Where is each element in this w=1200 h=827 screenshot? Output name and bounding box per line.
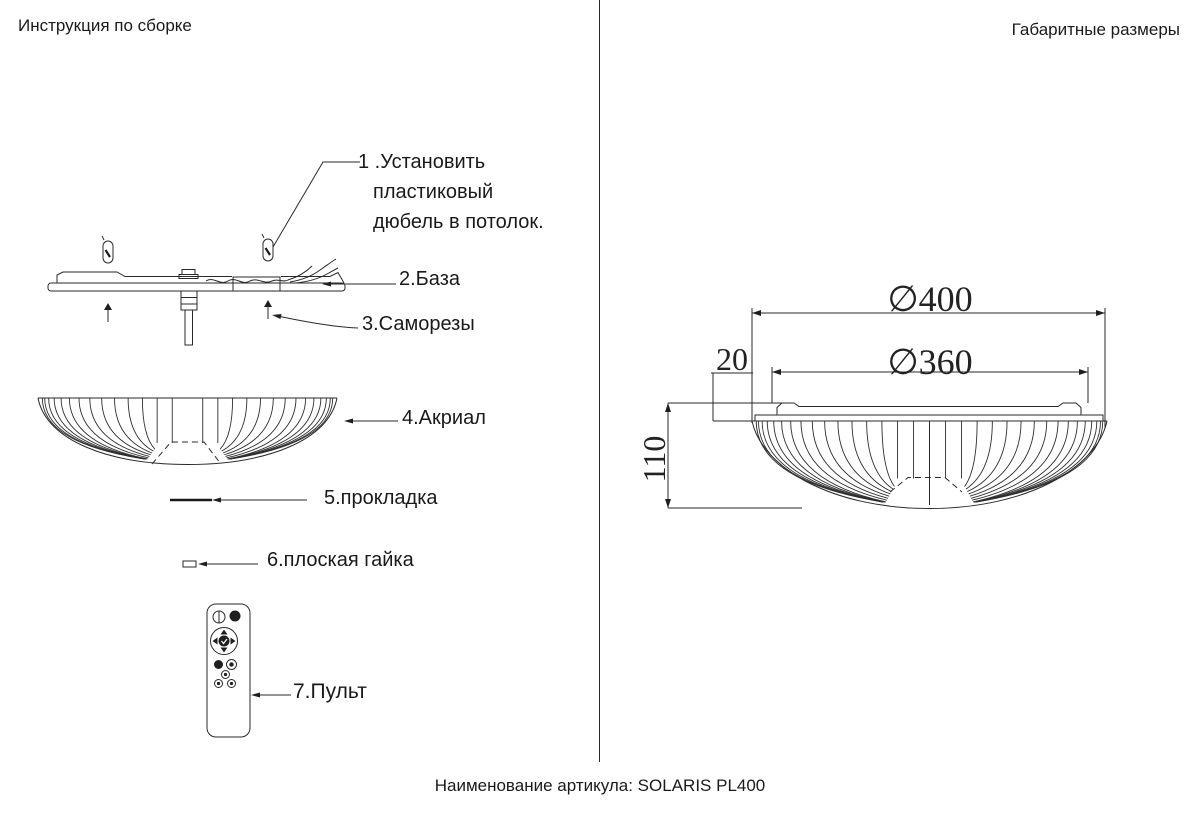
article-caption: Наименование артикула: SOLARIS PL400: [434, 776, 766, 795]
step1-label: 1 .Установить пластиковый дюбель в потол…: [358, 147, 544, 237]
dim-total-height: [665, 403, 802, 508]
dome-hub: [890, 478, 962, 493]
leader-step7: [251, 692, 291, 698]
step2-label: 2.База: [399, 268, 460, 290]
step1-line2: пластиковый: [373, 181, 494, 203]
leader-step1: [273, 162, 360, 247]
leader-step6: [198, 561, 258, 567]
step5-label: 5.прокладка: [324, 487, 438, 509]
remote-off-button: [229, 610, 241, 622]
remote-button-right: [228, 680, 236, 688]
remote-body: [207, 604, 250, 737]
dome-ribs: [756, 421, 1103, 502]
step6-label: 6.плоская гайка: [267, 549, 414, 571]
stem-nut: [181, 291, 197, 310]
acrylic-diffuser-drawing: [38, 398, 337, 465]
total-height-value: 110: [636, 435, 672, 483]
dim-rim-height: [668, 373, 790, 421]
right-page-title: Габаритные размеры: [1011, 20, 1180, 39]
stem-rod: [185, 310, 193, 345]
lamp-side-view: [752, 403, 1107, 509]
dim-inner-diameter: [772, 367, 1088, 403]
step1-line1: 1 .Установить: [358, 151, 486, 173]
leader-step3: [272, 314, 358, 328]
dome-ribs: [42, 398, 332, 459]
screw-right: [264, 300, 272, 319]
wires: [206, 259, 338, 283]
inner-diameter-value: ∅360: [887, 342, 973, 382]
ceiling-dowel-right: [262, 234, 273, 261]
ceiling-dowel-left: [102, 236, 113, 263]
left-page-title: Инструкция по сборке: [18, 16, 192, 35]
remote-button-left: [215, 680, 223, 688]
base-plate-drawing: [48, 259, 345, 345]
dimension-drawing: [665, 308, 1107, 509]
driver-box: [233, 277, 280, 291]
step3-label: 3.Саморезы: [362, 313, 475, 335]
remote-button-top: [222, 671, 230, 679]
step4-label: 4.Акриал: [402, 407, 486, 429]
step1-line3: дюбель в потолок.: [373, 211, 544, 233]
step7-label: 7.Пульт: [293, 680, 367, 703]
remote-button-night: [227, 660, 237, 670]
remote-power-button: [213, 611, 225, 623]
leader-step2: [322, 281, 396, 287]
remote-dpad: [211, 628, 238, 655]
leader-step4: [344, 418, 398, 424]
lamp-rim: [755, 415, 1103, 421]
dim-outer-diameter: [752, 308, 1105, 428]
remote-control-drawing: [207, 604, 250, 737]
outer-diameter-value: ∅400: [887, 279, 973, 319]
dome-hub: [152, 442, 221, 464]
flat-nut-drawing: [183, 561, 196, 567]
remote-button-a: [214, 660, 223, 669]
leader-step5: [212, 497, 307, 503]
rim-height-value: 20: [716, 341, 748, 377]
screw-left: [104, 303, 112, 322]
